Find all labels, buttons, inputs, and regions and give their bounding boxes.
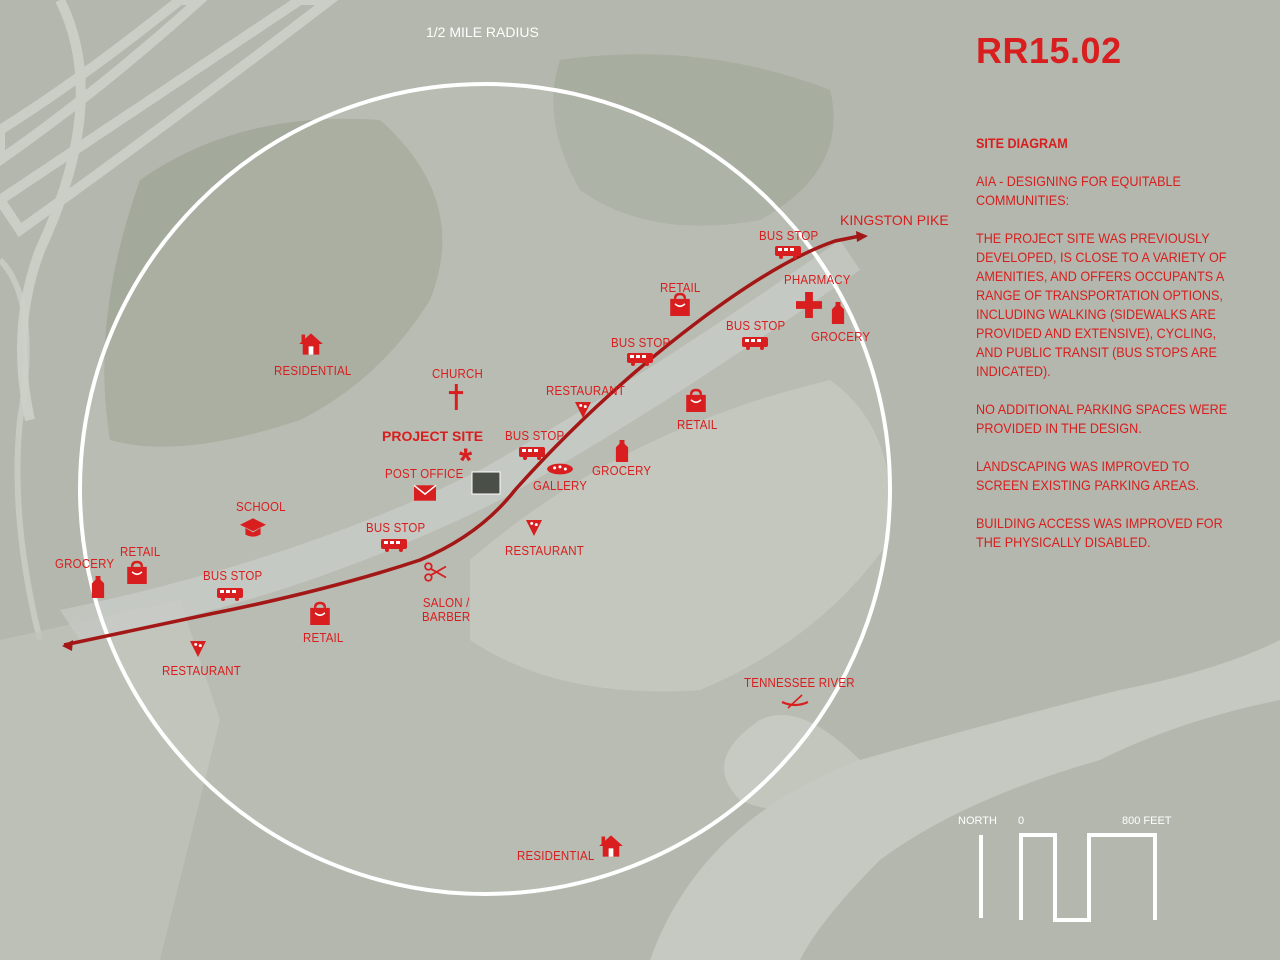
pizza-slice-icon [526,520,542,536]
residential-label: RESIDENTIAL [517,849,595,863]
bus-stop-icon [380,534,408,556]
sheet-number: RR15.02 [976,30,1122,71]
grocery-label: GROCERY [811,330,871,344]
wooded-area [104,118,443,447]
bus-stop-icon [774,241,802,263]
scale-zero-label: 0 [1018,815,1025,827]
bus-stop-label: BUS STOP [611,336,671,350]
panel-paragraph-3: NO ADDITIONAL PARKING SPACES WERE PROVID… [976,401,1228,436]
post-office-label: POST OFFICE [385,467,464,481]
kingston-pike-route [63,234,861,647]
restaurant-label: RESTAURANT [162,664,241,678]
golf-course [470,380,892,692]
bus-stop-label: BUS STOP [759,229,819,243]
radius-label: 1/2 MILE RADIUS [426,24,539,40]
bus-stop-label: BUS STOP [203,569,263,583]
kingston-pike-label: KINGSTON PIKE [840,212,949,228]
church-label: CHURCH [432,367,483,381]
residential-label: RESIDENTIAL [274,364,352,378]
panel-heading: SITE DIAGRAM [976,135,1068,151]
palette-icon [546,462,574,476]
panel-paragraph-1: AIA - DESIGNING FOR EQUITABLE COMMUNITIE… [976,173,1181,208]
grocery-label: GROCERY [592,464,652,478]
retail-bag-icon [127,560,147,584]
grocery-icon [614,440,630,462]
scale-max-label: 800 FEET [1122,815,1172,827]
highway-secondary [0,257,43,641]
bus-stop-icon [518,442,546,464]
retail-label: RETAIL [660,281,701,295]
retail-label: RETAIL [120,545,161,559]
canoe-icon [780,694,810,710]
urban-blocks [0,600,220,960]
bus-stop-icon [216,583,244,605]
project-site-building [471,471,501,495]
retail-label: RETAIL [303,631,344,645]
highway-interchange [0,0,339,422]
project-site-label: PROJECT SITE [382,428,484,444]
site-diagram-panel: SITE DIAGRAM AIA - DESIGNING FOR EQUITAB… [976,134,1237,571]
bus-stop-icon [741,332,769,354]
panel-paragraph-4: LANDSCAPING WAS IMPROVED TO SCREEN EXIST… [976,458,1200,493]
route-arrow-west [62,640,73,651]
grocery-icon [830,302,846,324]
pizza-slice-icon [190,641,206,657]
tennessee-river [650,640,1280,960]
retail-bag-icon [686,388,706,412]
restaurant-label: RESTAURANT [505,544,584,558]
bus-stop-label: BUS STOP [505,429,565,443]
gallery-label: GALLERY [533,479,588,493]
grocery-label: GROCERY [55,557,115,571]
pharmacy-label: PHARMACY [784,273,851,287]
scissors-icon [424,562,447,582]
retail-bag-icon [670,292,690,316]
pizza-slice-icon [575,402,591,418]
panel-paragraph-5: BUILDING ACCESS WAS IMPROVED FOR THE PHY… [976,515,1223,550]
salon-barber-label: SALON / BARBER [422,596,471,624]
scale-north-label: NORTH [958,815,997,827]
river-label: TENNESSEE RIVER [744,676,855,690]
commercial-strip [60,240,860,640]
envelope-icon [413,484,437,501]
bus-stop-icon [626,348,654,370]
graduation-cap-icon [240,518,266,538]
bus-stop-label: BUS STOP [366,521,426,535]
bus-stop-label: BUS STOP [726,319,786,333]
school-label: SCHOOL [236,500,286,514]
retail-label: RETAIL [677,418,718,432]
panel-paragraph-2: THE PROJECT SITE WAS PREVIOUSLY DEVELOPE… [976,230,1227,379]
grocery-icon [90,576,106,598]
scale-bar [979,833,1157,922]
route-arrow-east [856,231,868,242]
house-icon [598,834,624,858]
project-site-marker: * [459,442,473,480]
house-icon [298,332,324,356]
retail-bag-icon [310,601,330,625]
church-cross-icon [446,384,466,410]
restaurant-label: RESTAURANT [546,384,625,398]
pharmacy-cross-icon [796,292,822,318]
